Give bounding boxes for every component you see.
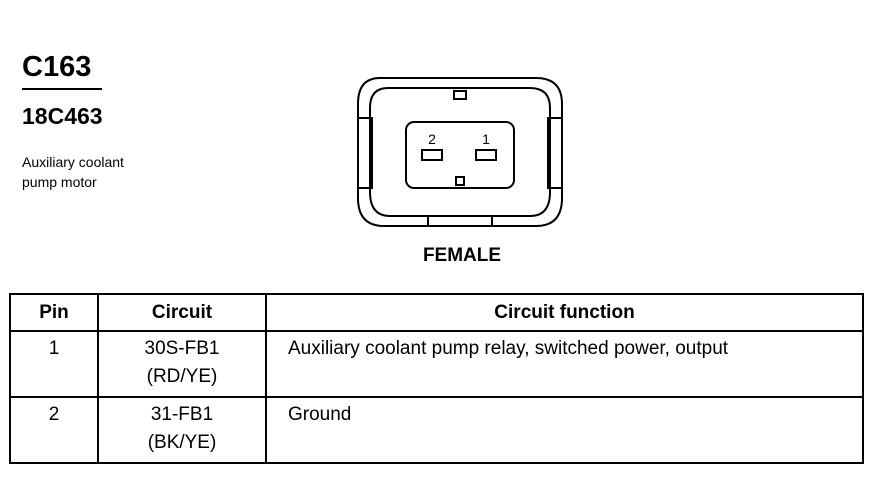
pinout-table: Pin Circuit Circuit function 1 30S-FB1 (… [9, 293, 864, 464]
pin-2-terminal [421, 149, 443, 161]
top-latch [453, 90, 467, 100]
pin-1-terminal [475, 149, 497, 161]
pin-number: 1 [9, 330, 99, 398]
pin-cavity-frame [405, 121, 515, 189]
wire-color: (RD/YE) [146, 366, 218, 387]
description-line-2: pump motor [22, 174, 97, 190]
pin-number: 2 [9, 396, 99, 464]
table-row: 2 31-FB1 (BK/YE) Ground [9, 396, 864, 464]
column-header-pin: Pin [9, 293, 99, 332]
connector-inner-shell [369, 87, 551, 217]
title-underline [22, 88, 102, 90]
left-lock-tab [357, 117, 373, 189]
part-number: 18C463 [22, 103, 103, 129]
connector-face-diagram: 2 1 [357, 77, 563, 227]
connector-id: C163 [22, 51, 92, 83]
column-header-circuit-function: Circuit function [265, 293, 864, 332]
circuit-function: Ground [265, 396, 864, 464]
pin-2-label: 2 [428, 131, 436, 147]
right-lock-tab [547, 117, 563, 189]
circuit-cell: 30S-FB1 (RD/YE) [97, 330, 267, 398]
table-row: 1 30S-FB1 (RD/YE) Auxiliary coolant pump… [9, 330, 864, 398]
column-header-circuit: Circuit [97, 293, 267, 332]
circuit-code: 30S-FB1 [144, 338, 220, 359]
circuit-code: 31-FB1 [150, 404, 214, 425]
circuit-function: Auxiliary coolant pump relay, switched p… [265, 330, 864, 398]
connector-description: Auxiliary coolant pump motor [22, 152, 182, 192]
description-line-1: Auxiliary coolant [22, 154, 124, 170]
connector-outer-shell [357, 77, 563, 227]
connector-view-label: FEMALE [422, 245, 502, 266]
circuit-cell: 31-FB1 (BK/YE) [97, 396, 267, 464]
pin-1-label: 1 [482, 131, 490, 147]
wire-color: (BK/YE) [147, 432, 217, 453]
table-header-row: Pin Circuit Circuit function [9, 293, 864, 332]
polarization-key [455, 176, 465, 186]
